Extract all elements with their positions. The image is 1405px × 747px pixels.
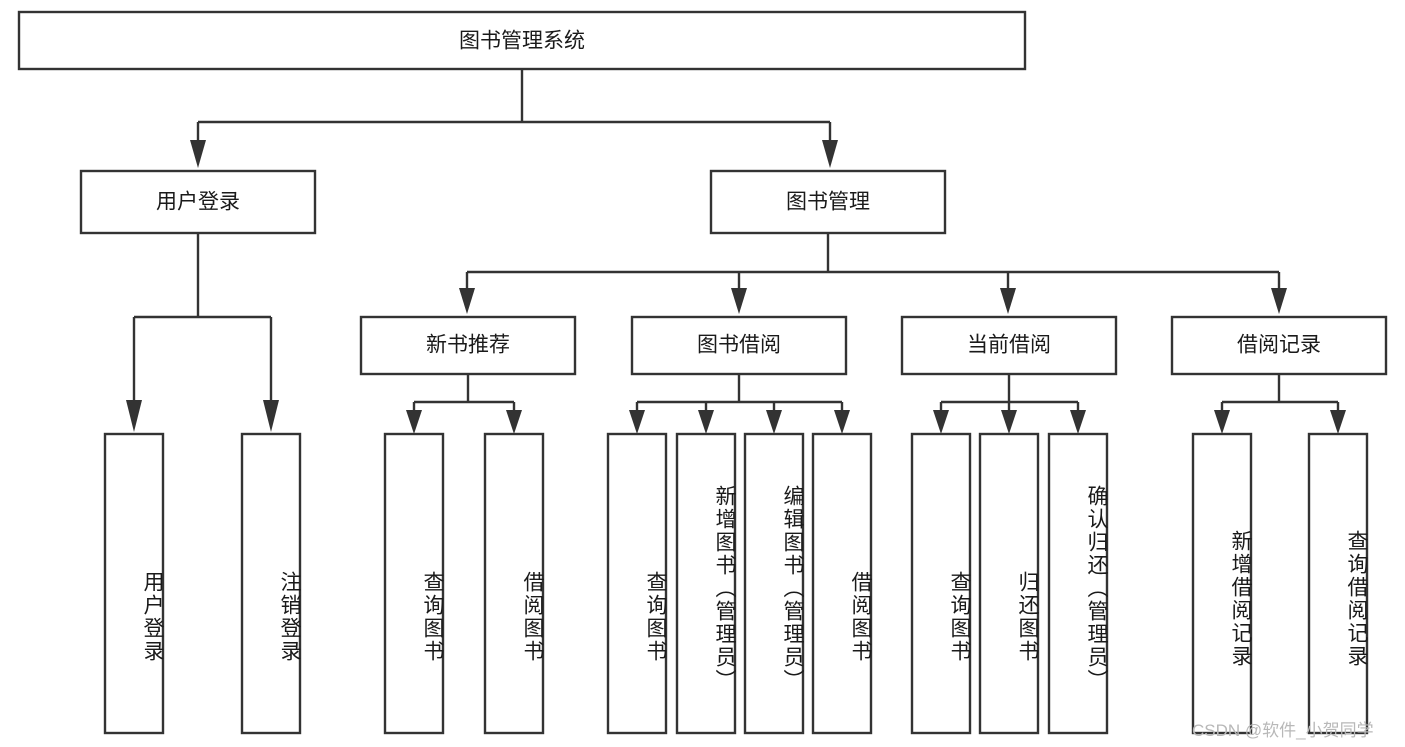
node-root-book-management-system[interactable] [17,10,1027,71]
leaf-user-login[interactable] [103,432,165,735]
arrow-to-leaf-query-book-c [933,410,949,434]
node-book-borrow-label: 图书借阅 [697,334,781,357]
node-book-borrow[interactable] [630,315,848,376]
leaf-confirm-return-admin[interactable] [1047,432,1109,735]
arrow-to-leaf-borrow-book-b [834,410,850,434]
arrow-to-current-borrow [1000,288,1016,314]
arrow-to-leaf-return-book [1001,410,1017,434]
node-book-management[interactable] [709,169,947,235]
node-new-book-recommend[interactable] [359,315,577,376]
arrow-to-leaf-add-book [698,410,714,434]
arrow-to-book-management [822,140,838,168]
node-book-management-label: 图书管理 [786,191,870,214]
node-current-borrow-label: 当前借阅 [967,334,1051,357]
node-user-login-label: 用户登录 [156,191,240,214]
leaf-query-book-borrow[interactable] [606,432,668,735]
leaf-logout[interactable] [240,432,302,735]
node-borrow-records-label: 借阅记录 [1237,334,1321,357]
node-new-book-recommend-label: 新书推荐 [426,334,510,357]
arrow-to-leaf-confirm-return [1070,410,1086,434]
node-current-borrow[interactable] [900,315,1118,376]
arrow-to-leaf-borrow-book-a [506,410,522,434]
arrow-to-user-login [190,140,206,168]
arrow-to-leaf-add-record [1214,410,1230,434]
arrow-to-leaf-query-record [1330,410,1346,434]
leaf-query-book-current[interactable] [910,432,972,735]
leaf-return-book[interactable] [978,432,1040,735]
arrow-to-leaf-query-book-b [629,410,645,434]
arrow-to-leaf-user-login [126,400,142,432]
leaf-query-borrow-record[interactable] [1307,432,1369,735]
leaf-add-book-admin[interactable] [675,432,737,735]
arrow-to-new-book-recommend [459,288,475,314]
node-borrow-records[interactable] [1170,315,1388,376]
node-root-label: 图书管理系统 [459,30,585,53]
arrow-to-leaf-logout [263,400,279,432]
arrow-to-book-borrow [731,288,747,314]
leaf-borrow-book-recommend[interactable] [483,432,545,735]
arrow-to-leaf-query-book-a [406,410,422,434]
leaf-edit-book-admin[interactable] [743,432,805,735]
leaf-query-book-recommend[interactable] [383,432,445,735]
leaf-add-borrow-record[interactable] [1191,432,1253,735]
csdn-watermark: CSDN @软件_小贺同学 [1192,721,1374,740]
leaf-borrow-book[interactable] [811,432,873,735]
arrow-to-leaf-edit-book [766,410,782,434]
arrow-to-borrow-records [1271,288,1287,314]
